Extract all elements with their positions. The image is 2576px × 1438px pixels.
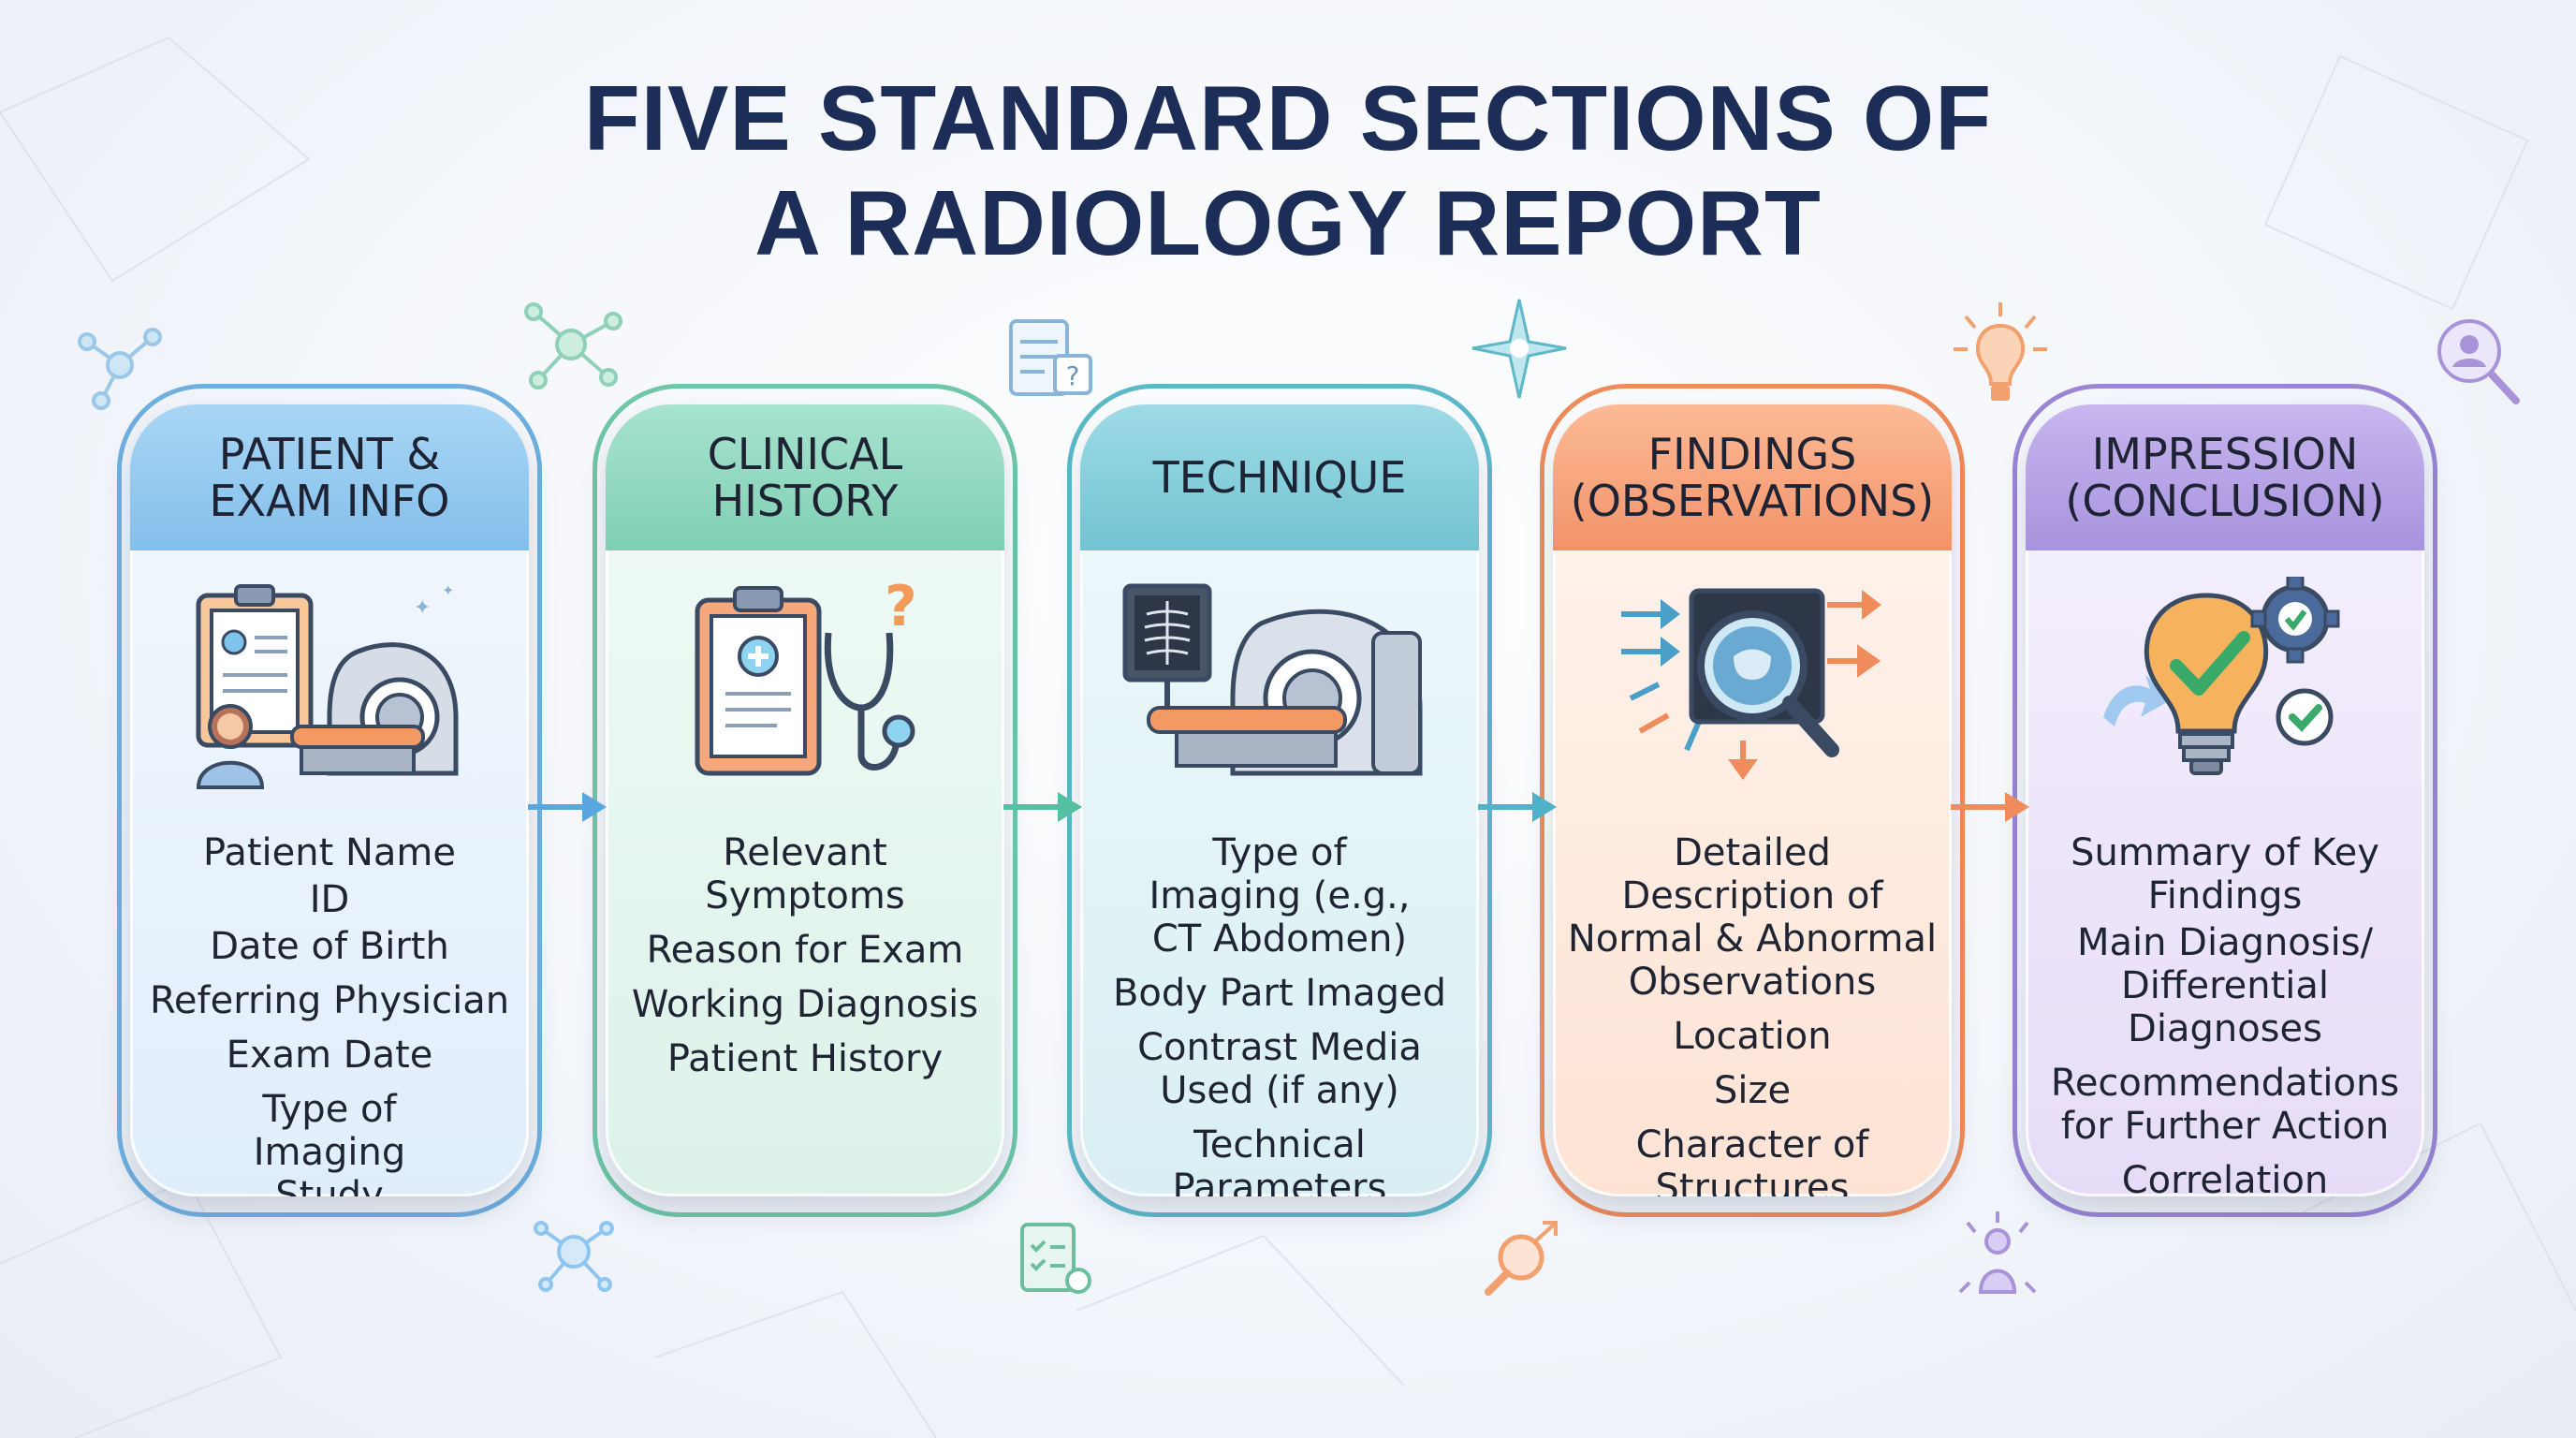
section-header: CLINICAL HISTORY: [606, 404, 1004, 550]
list-item: Summary of Key Findings: [2071, 831, 2379, 917]
section-card-findings: FINDINGS (OBSERVATIONS) Detailed De: [1553, 404, 1952, 1196]
list-item: Relevant Symptoms: [705, 831, 905, 917]
section-title-line: EXAM INFO: [209, 476, 450, 526]
list-item: Referring Physician: [149, 979, 510, 1022]
list-item: Exam Date: [226, 1034, 433, 1077]
section-card-technique: TECHNIQUE Type of Imaging (e.g., CT Abdo…: [1080, 404, 1479, 1196]
section-items: Relevant Symptoms Reason for Exam Workin…: [606, 831, 1004, 1080]
section-card-patient-exam-info: PATIENT & EXAM INFO ✦ ✦ Patient Name ID …: [130, 404, 529, 1196]
section-title-line: (CONCLUSION): [2065, 476, 2385, 526]
molecule-icon: [524, 302, 622, 389]
clipboard-check-icon: [1020, 1223, 1091, 1294]
list-item: Type of Imaging Study: [253, 1088, 406, 1196]
arrow-right-icon: [528, 792, 607, 822]
section-card-clinical-history: CLINICAL HISTORY ? Relevant Symptoms Rea…: [606, 404, 1004, 1196]
section-items: Detailed Description of Normal & Abnorma…: [1553, 831, 1952, 1196]
section-title-line: (OBSERVATIONS): [1570, 476, 1935, 526]
arrow-right-icon: [1951, 792, 2029, 822]
clipboard-mri-scanner-icon: ✦ ✦: [196, 581, 459, 789]
list-item: Patient History: [666, 1037, 944, 1080]
list-item: Correlation with Clinical Data: [2121, 1159, 2329, 1196]
page-title: FIVE STANDARD SECTIONS OF A RADIOLOGY RE…: [0, 66, 2576, 275]
section-header: PATIENT & EXAM INFO: [130, 404, 529, 550]
section-title-line: IMPRESSION: [2091, 429, 2359, 479]
magnifier-xray-icon: [1621, 588, 1881, 781]
section-items: Patient Name ID Date of Birth Referring …: [130, 831, 529, 1196]
idea-person-icon: [1958, 1211, 2037, 1294]
section-title-line: FINDINGS: [1647, 429, 1857, 479]
sparkle-star-icon: [1471, 299, 1567, 399]
section-title-line: HISTORY: [711, 476, 899, 526]
section-title-line: TECHNIQUE: [1152, 452, 1407, 503]
network-person-icon: [534, 1221, 614, 1292]
lightbulb-icon: [1954, 302, 2047, 401]
list-item: Character of Structures: [1635, 1123, 1869, 1196]
list-item: Working Diagnosis: [631, 983, 979, 1026]
list-item: Reason for Exam: [646, 929, 964, 972]
title-line-1: FIVE STANDARD SECTIONS OF: [583, 66, 1993, 169]
report-chart-icon: ?: [1009, 319, 1092, 396]
clipboard-stethoscope-icon: ?: [695, 577, 917, 776]
list-item: Size: [1713, 1069, 1792, 1112]
svg-text:?: ?: [1066, 360, 1080, 391]
section-illustration: ✦ ✦: [130, 550, 529, 831]
list-item: ID: [309, 878, 350, 921]
svg-text:✦: ✦: [442, 581, 454, 599]
section-illustration: ?: [606, 550, 1004, 831]
magnifier-arrow-icon: [1485, 1221, 1558, 1296]
arrow-right-icon: [1003, 792, 1082, 822]
molecule-icon: [78, 328, 162, 410]
list-item: Main Diagnosis/ Differential Diagnoses: [2076, 921, 2374, 1050]
list-item: Contrast Media Used (if any): [1137, 1026, 1422, 1112]
section-title-line: CLINICAL: [707, 429, 903, 479]
section-card-impression: IMPRESSION (CONCLUSION) Summary o: [2026, 404, 2424, 1196]
section-header: IMPRESSION (CONCLUSION): [2026, 404, 2424, 550]
title-line-2: A RADIOLOGY REPORT: [754, 171, 1822, 274]
xray-ct-scanner-icon: [1122, 583, 1423, 776]
list-item: Technical Parameters: [1172, 1123, 1387, 1196]
list-item: Location: [1673, 1015, 1832, 1058]
section-header: TECHNIQUE: [1080, 404, 1479, 550]
arrow-right-icon: [1478, 792, 1557, 822]
svg-text:?: ?: [885, 577, 917, 639]
lightbulb-gear-check-icon: [2103, 577, 2340, 775]
patient-section-frame: [117, 384, 542, 1217]
section-items: Type of Imaging (e.g., CT Abdomen) Body …: [1080, 831, 1479, 1196]
svg-text:✦: ✦: [414, 596, 431, 620]
list-item: Body Part Imaged: [1112, 972, 1447, 1015]
section-illustration: [1080, 550, 1479, 831]
list-item: Type of Imaging (e.g., CT Abdomen): [1149, 831, 1411, 961]
section-illustration: [1553, 550, 1952, 831]
section-illustration: [2026, 550, 2424, 831]
section-title-line: PATIENT &: [218, 429, 441, 479]
section-items: Summary of Key Findings Main Diagnosis/ …: [2026, 831, 2424, 1196]
list-item: Detailed Description of Normal & Abnorma…: [1567, 831, 1938, 1004]
list-item: Patient Name: [203, 831, 456, 874]
list-item: Date of Birth: [210, 925, 449, 968]
search-person-icon: [2437, 319, 2520, 404]
list-item: Recommendations for Further Action: [2050, 1062, 2400, 1148]
section-header: FINDINGS (OBSERVATIONS): [1553, 404, 1952, 550]
